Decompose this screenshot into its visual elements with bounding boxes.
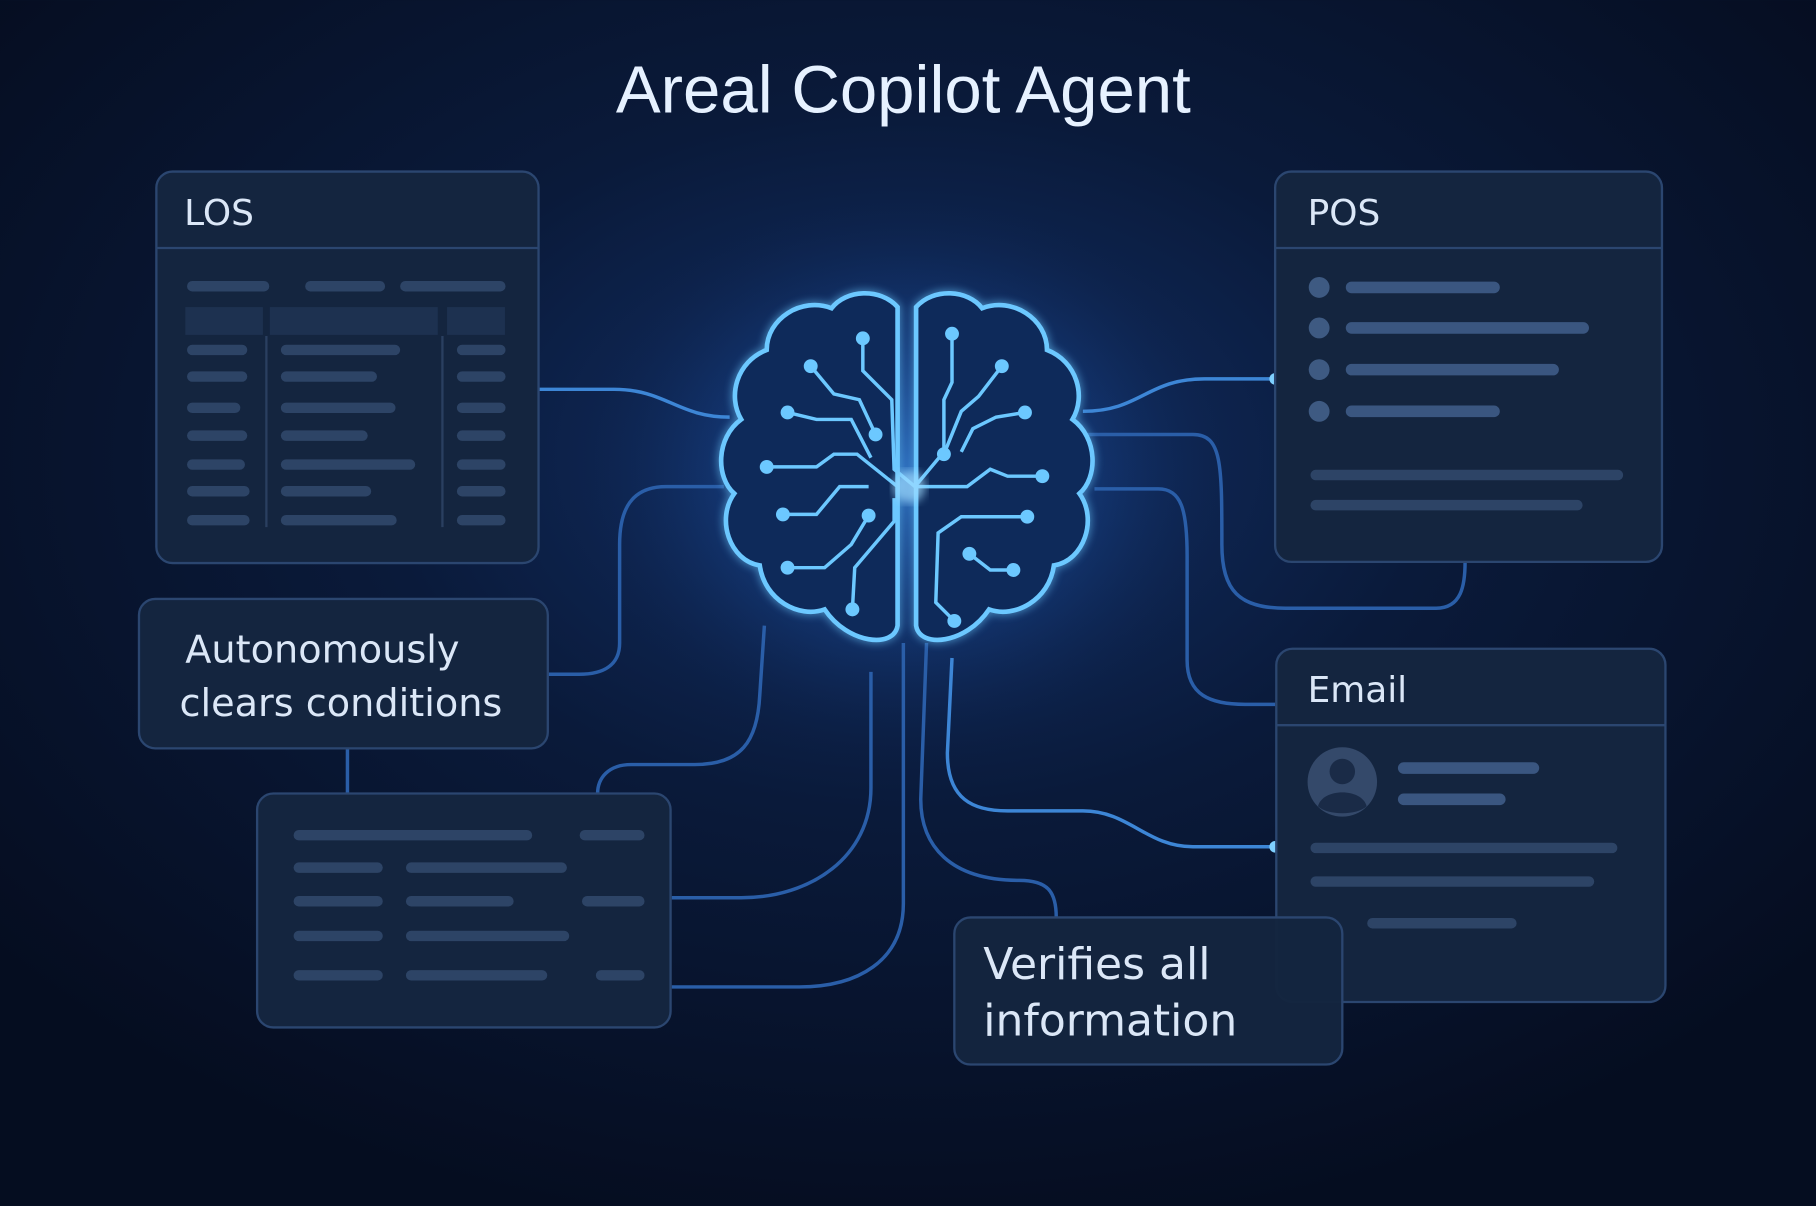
email-panel-title: Email — [1308, 670, 1408, 711]
verifies-caption-line1: Verifies all — [983, 939, 1210, 990]
avatar-icon — [1307, 747, 1378, 817]
pos-panel-title: POS — [1308, 193, 1381, 234]
circuit-nodes — [759, 326, 1050, 628]
verifies-caption: Verifies all information — [953, 916, 1344, 1066]
pos-panel: POS — [1273, 170, 1664, 564]
email-panel: Email — [1275, 647, 1667, 1004]
autonomous-caption: Autonomously clears conditions — [137, 597, 549, 750]
autonomous-caption-line1: Autonomously — [185, 629, 459, 673]
page-title: Areal Copilot Agent — [616, 53, 1191, 128]
pos-list — [1308, 276, 1624, 511]
los-panel: LOS — [155, 170, 540, 565]
connection-wires — [345, 377, 1467, 989]
table-panel — [255, 792, 672, 1029]
autonomous-caption-line2: clears conditions — [180, 682, 503, 726]
los-table — [185, 281, 506, 528]
los-panel-title: LOS — [184, 193, 254, 234]
brain-core-glow — [892, 470, 926, 503]
verifies-caption-line2: information — [983, 996, 1237, 1047]
brain-icon — [718, 291, 1095, 643]
